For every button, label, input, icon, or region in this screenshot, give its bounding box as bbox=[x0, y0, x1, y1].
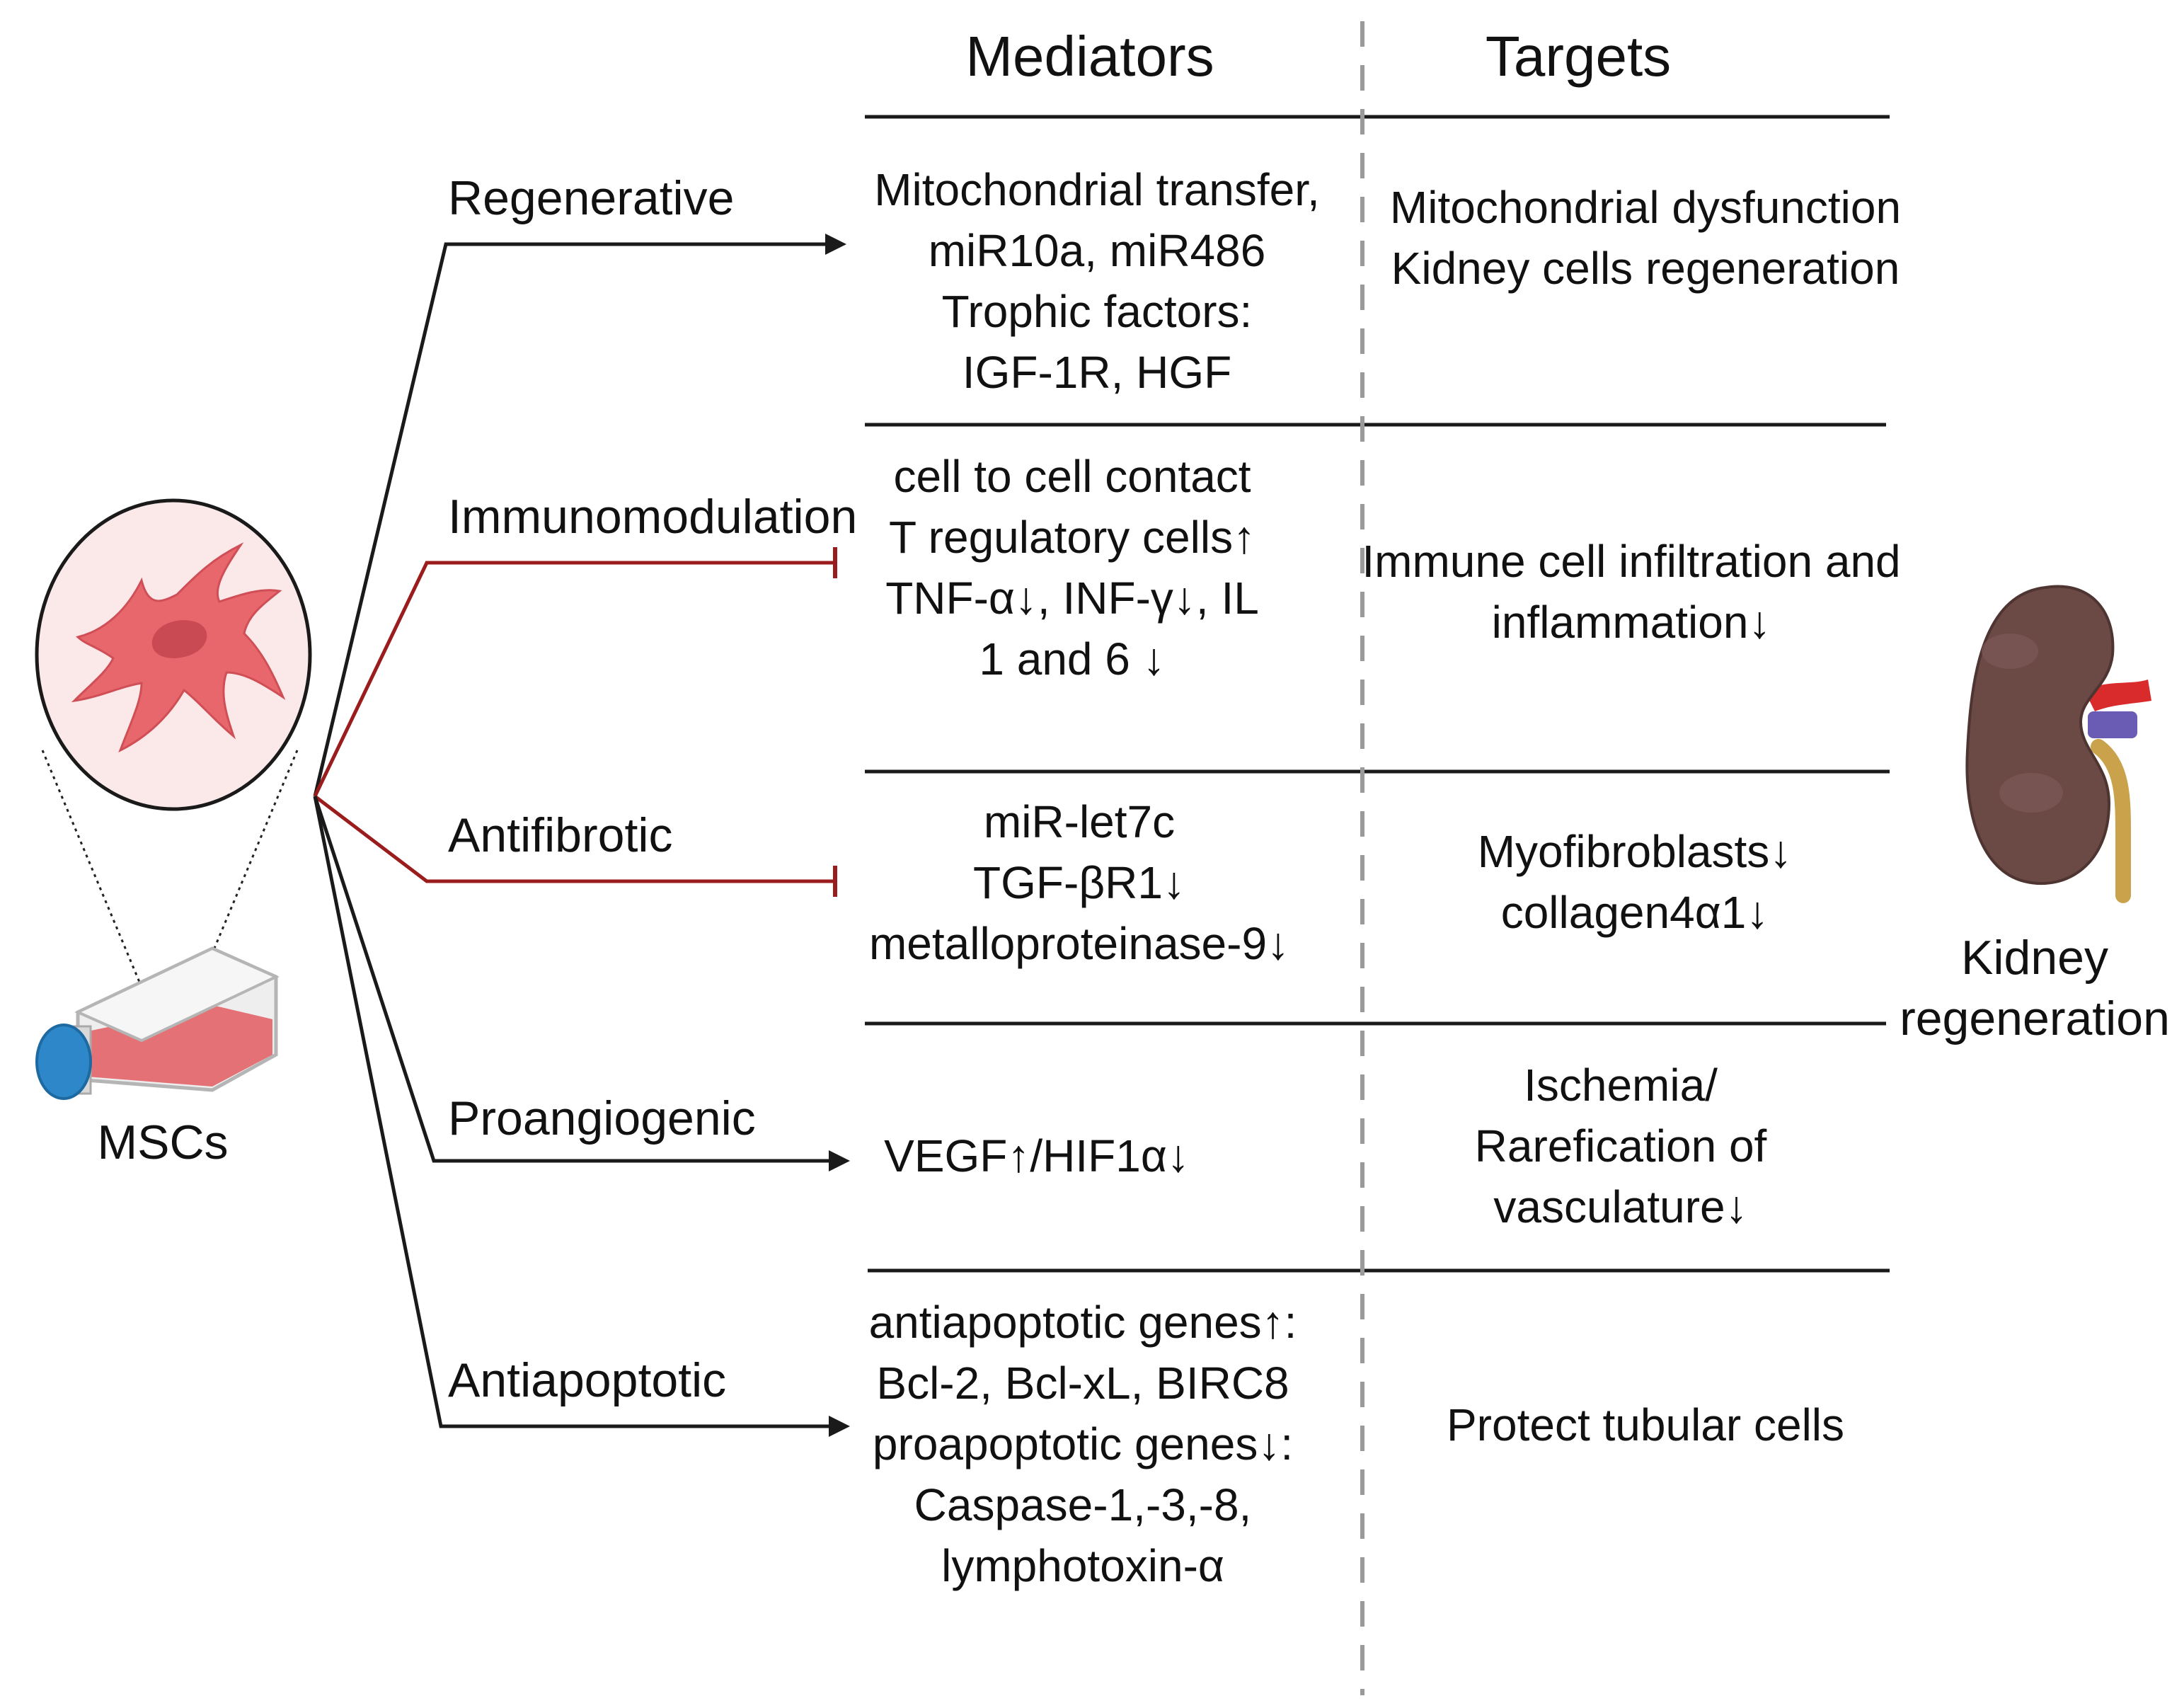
header-mediators: Mediators bbox=[965, 25, 1214, 88]
target-line: Kidney cells regeneration bbox=[1391, 243, 1900, 294]
targets-proangiogenic: Ischemia/ Rarefication of vasculature↓ bbox=[1475, 1055, 1767, 1237]
mediator-line: TGF-βR1↓ bbox=[973, 857, 1185, 908]
mediator-line: miR-let7c bbox=[983, 796, 1176, 847]
mediator-line: Mitochondrial transfer, bbox=[874, 164, 1320, 215]
mediators-regenerative: Mitochondrial transfer, miR10a, miR486 T… bbox=[874, 159, 1320, 403]
kidney-label-line: Kidney bbox=[1961, 931, 2108, 985]
mediator-line: miR10a, miR486 bbox=[928, 225, 1266, 276]
vein bbox=[2088, 711, 2137, 738]
header-targets: Targets bbox=[1485, 25, 1672, 88]
mediator-line: Trophic factors: bbox=[941, 286, 1253, 337]
mediator-line: 1 and 6 ↓ bbox=[979, 634, 1166, 684]
branch-immunomodulation bbox=[313, 561, 835, 798]
table-rules bbox=[865, 115, 1890, 1273]
msc-label: MSCs bbox=[97, 1116, 229, 1169]
artery bbox=[2084, 680, 2151, 711]
category-immunomodulation: Immunomodulation bbox=[448, 490, 858, 544]
mediator-line: metalloproteinase-9↓ bbox=[868, 918, 1290, 969]
flask-cap bbox=[35, 1024, 92, 1100]
branch-proangiogenic bbox=[313, 796, 850, 1171]
mediator-line: IGF-1R, HGF bbox=[962, 347, 1232, 398]
target-line: Protect tubular cells bbox=[1446, 1399, 1845, 1450]
target-line: Rarefication of bbox=[1474, 1120, 1767, 1171]
mediator-line: VEGF↑/HIF1α↓ bbox=[884, 1130, 1190, 1181]
mediator-line: Caspase-1,-3,-8, bbox=[914, 1479, 1252, 1530]
mediator-line: proapoptotic genes↓: bbox=[872, 1418, 1294, 1469]
mediator-line: Bcl-2, Bcl-xL, BIRC8 bbox=[876, 1358, 1289, 1409]
kidney-label-line: regeneration bbox=[1900, 992, 2170, 1045]
mediator-line: antiapoptotic genes↑: bbox=[868, 1297, 1297, 1348]
targets-antiapoptotic: Protect tubular cells bbox=[1447, 1394, 1844, 1455]
targets-antifibrotic: Myofibroblasts↓ collagen4α1↓ bbox=[1478, 821, 1793, 943]
target-line: Immune cell infiltration and bbox=[1362, 536, 1901, 587]
kidney-label: Kidney regeneration bbox=[1900, 927, 2170, 1049]
branch-regenerative bbox=[313, 234, 846, 797]
target-line: inflammation↓ bbox=[1491, 597, 1771, 648]
branch-antiapoptotic bbox=[313, 796, 850, 1437]
mediators-proangiogenic: VEGF↑/HIF1α↓ bbox=[884, 1125, 1190, 1186]
branch-antifibrotic bbox=[314, 795, 835, 883]
mediator-line: TNF-α↓, INF-γ↓, IL bbox=[885, 573, 1259, 624]
mediator-line: T regulatory cells↑ bbox=[888, 512, 1256, 563]
category-regenerative: Regenerative bbox=[448, 171, 735, 225]
target-line: Ischemia/ bbox=[1524, 1060, 1718, 1111]
mediator-line: lymphotoxin-α bbox=[941, 1540, 1224, 1591]
mediators-immunomodulation: cell to cell contact T regulatory cells↑… bbox=[885, 446, 1259, 689]
target-line: vasculature↓ bbox=[1493, 1181, 1748, 1232]
targets-regenerative: Mitochondrial dysfunction Kidney cells r… bbox=[1390, 177, 1901, 299]
target-line: Myofibroblasts↓ bbox=[1477, 826, 1793, 877]
mediators-antiapoptotic: antiapoptotic genes↑: Bcl-2, Bcl-xL, BIR… bbox=[869, 1292, 1297, 1596]
cell-nucleus bbox=[151, 620, 207, 658]
mediators-antifibrotic: miR-let7c TGF-βR1↓ metalloproteinase-9↓ bbox=[869, 791, 1289, 974]
flask-icon bbox=[35, 946, 280, 1100]
cell-zoom bbox=[35, 498, 312, 1055]
ureter bbox=[2091, 739, 2131, 903]
target-line: Mitochondrial dysfunction bbox=[1389, 182, 1902, 233]
category-antifibrotic: Antifibrotic bbox=[448, 808, 673, 862]
category-antiapoptotic: Antiapoptotic bbox=[448, 1353, 727, 1407]
branch-lines bbox=[313, 234, 850, 1437]
mediator-line: cell to cell contact bbox=[893, 451, 1251, 502]
category-proangiogenic: Proangiogenic bbox=[448, 1091, 756, 1145]
target-line: collagen4α1↓ bbox=[1500, 887, 1769, 938]
kidney-icon bbox=[1965, 585, 2151, 903]
targets-immunomodulation: Immune cell infiltration and inflammatio… bbox=[1362, 531, 1900, 653]
